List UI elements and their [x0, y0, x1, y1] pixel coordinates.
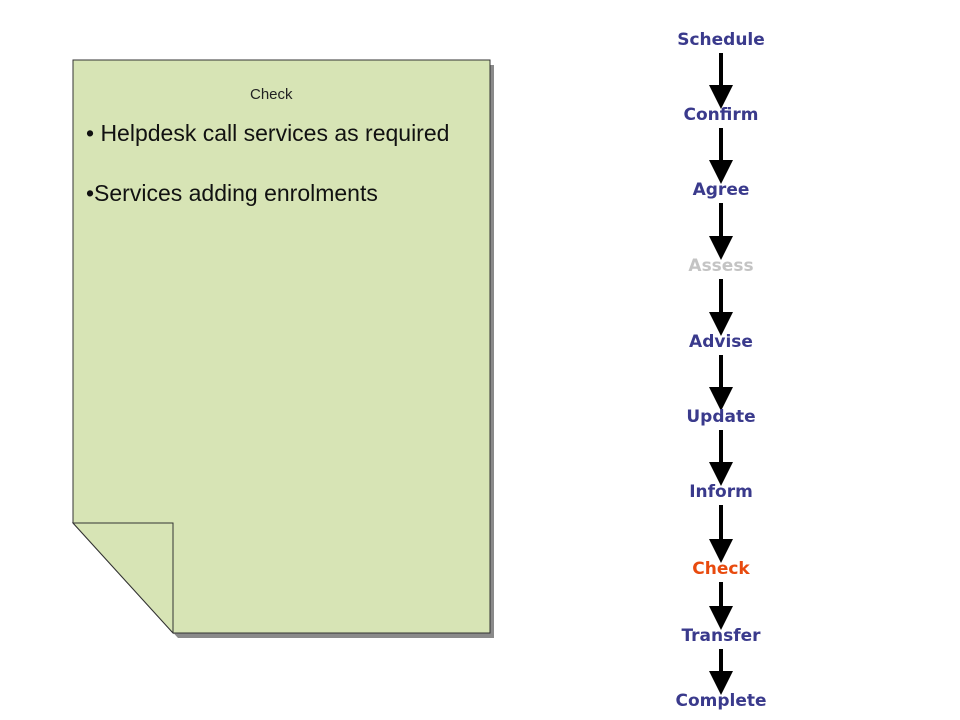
process-flow: ScheduleConfirmAgreeAssessAdviseUpdateIn…	[675, 30, 766, 711]
step-assess: Assess	[688, 256, 753, 276]
note-bullet-list: • Helpdesk call services as required •Se…	[86, 118, 466, 238]
step-advise: Advise	[689, 332, 753, 352]
step-schedule: Schedule	[677, 30, 765, 50]
sticky-note	[71, 59, 494, 638]
step-transfer: Transfer	[681, 626, 761, 646]
note-body	[72, 59, 491, 634]
note-fold	[71, 522, 174, 635]
step-check: Check	[692, 559, 750, 579]
step-agree: Agree	[693, 180, 750, 200]
step-complete: Complete	[675, 691, 766, 711]
step-update: Update	[686, 407, 755, 427]
note-heading: Check	[250, 86, 293, 103]
note-bullet: •Services adding enrolments	[86, 180, 378, 206]
note-bullet: • Helpdesk call services as required	[86, 120, 450, 146]
step-inform: Inform	[689, 482, 753, 502]
step-confirm: Confirm	[684, 105, 759, 125]
